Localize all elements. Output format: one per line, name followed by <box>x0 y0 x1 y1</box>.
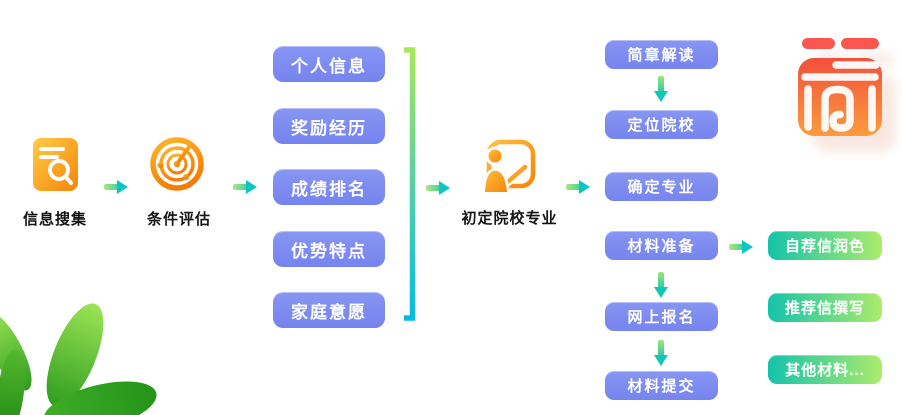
factor-pill: 优势特点 <box>273 231 385 267</box>
step-label-initial-school-major: 初定院校专业 <box>461 210 558 227</box>
arrow-right-icon <box>104 180 128 194</box>
brand-logo-icon <box>798 38 896 152</box>
leaf-decoration <box>0 303 157 415</box>
arrow-down-icon <box>654 76 668 102</box>
arrow-right-icon <box>729 240 753 254</box>
document-search-icon <box>33 138 78 191</box>
profile-document-icon <box>482 139 536 194</box>
material-pill: 其他材料... <box>768 355 882 384</box>
process-pill: 定位院校 <box>605 110 718 139</box>
factor-pill: 家庭意愿 <box>273 292 385 328</box>
factor-pill: 成绩排名 <box>273 169 385 205</box>
material-pill: 自荐信润色 <box>768 231 882 260</box>
process-pill: 材料提交 <box>605 371 718 400</box>
arrow-down-icon <box>654 340 668 366</box>
process-pill: 材料准备 <box>605 231 718 260</box>
step-label-info-collection: 信息搜集 <box>22 211 87 228</box>
factor-pill: 奖励经历 <box>273 108 385 144</box>
arrow-right-icon <box>566 180 590 194</box>
radar-icon <box>150 137 204 191</box>
step-label-condition-evaluation: 条件评估 <box>146 211 211 228</box>
arrow-down-icon <box>654 272 668 298</box>
process-pill: 确定专业 <box>605 172 718 201</box>
process-pill: 网上报名 <box>605 302 718 331</box>
process-pill: 简章解读 <box>605 40 718 69</box>
arrow-right-icon <box>233 180 257 194</box>
factor-pill: 个人信息 <box>273 46 385 82</box>
group-bracket <box>404 47 416 321</box>
material-pill: 推荐信撰写 <box>768 293 882 322</box>
arrow-right-icon <box>426 181 450 195</box>
